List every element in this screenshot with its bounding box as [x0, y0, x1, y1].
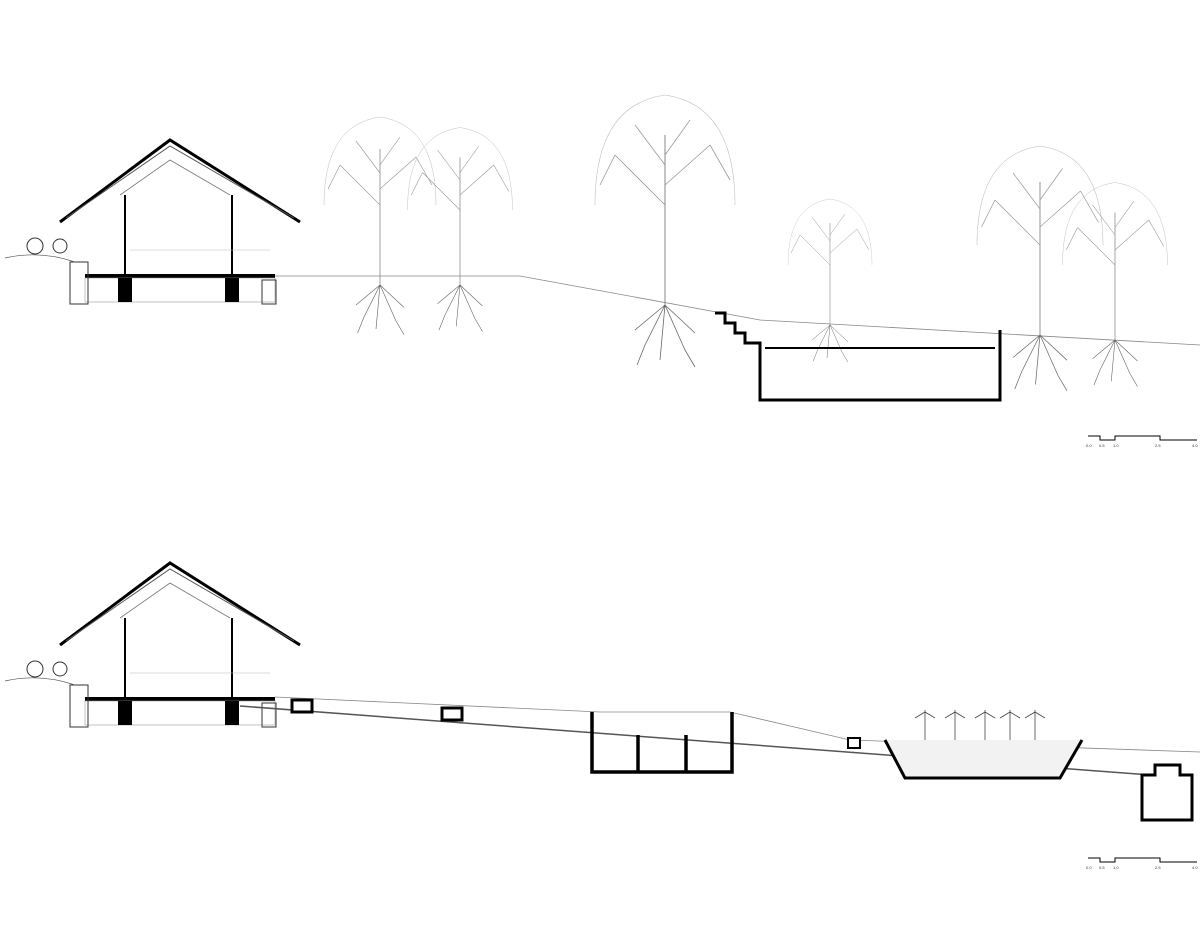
tree-large: [594, 94, 736, 368]
scale-label: 0.5: [1099, 865, 1105, 870]
soakaway-pit: [1140, 763, 1194, 822]
scale-bar-top: 0.0 0.5 1.0 2.5 4.0: [1086, 435, 1198, 448]
pool-section: [715, 311, 1002, 402]
top-section: [3, 94, 1200, 402]
scale-label: 2.5: [1155, 865, 1161, 870]
scale-label: 0.0: [1086, 443, 1092, 448]
plants: [914, 710, 1046, 740]
inspection-chamber: [290, 698, 314, 714]
tree: [1062, 182, 1168, 387]
tree: [407, 127, 513, 332]
scale-label: 1.0: [1113, 865, 1119, 870]
scale-label: 4.0: [1192, 865, 1198, 870]
scale-label: 0.5: [1099, 443, 1105, 448]
inspection-chamber: [440, 706, 464, 722]
scale-label: 2.5: [1155, 443, 1161, 448]
house-section-bottom: [3, 561, 302, 729]
tree: [976, 145, 1104, 392]
ground-line-top: [275, 275, 1200, 346]
scale-label: 4.0: [1192, 443, 1198, 448]
scale-label: 0.0: [1086, 865, 1092, 870]
house-section-top: [3, 138, 302, 306]
tree: [323, 116, 437, 336]
septic-tank: [590, 712, 734, 774]
scale-label: 1.0: [1113, 443, 1119, 448]
scale-bar-bottom: 0.0 0.5 1.0 2.5 4.0: [1086, 857, 1198, 870]
planted-filter-bed: [883, 739, 1084, 780]
bottom-section: [3, 561, 1200, 822]
tree: [787, 198, 873, 363]
